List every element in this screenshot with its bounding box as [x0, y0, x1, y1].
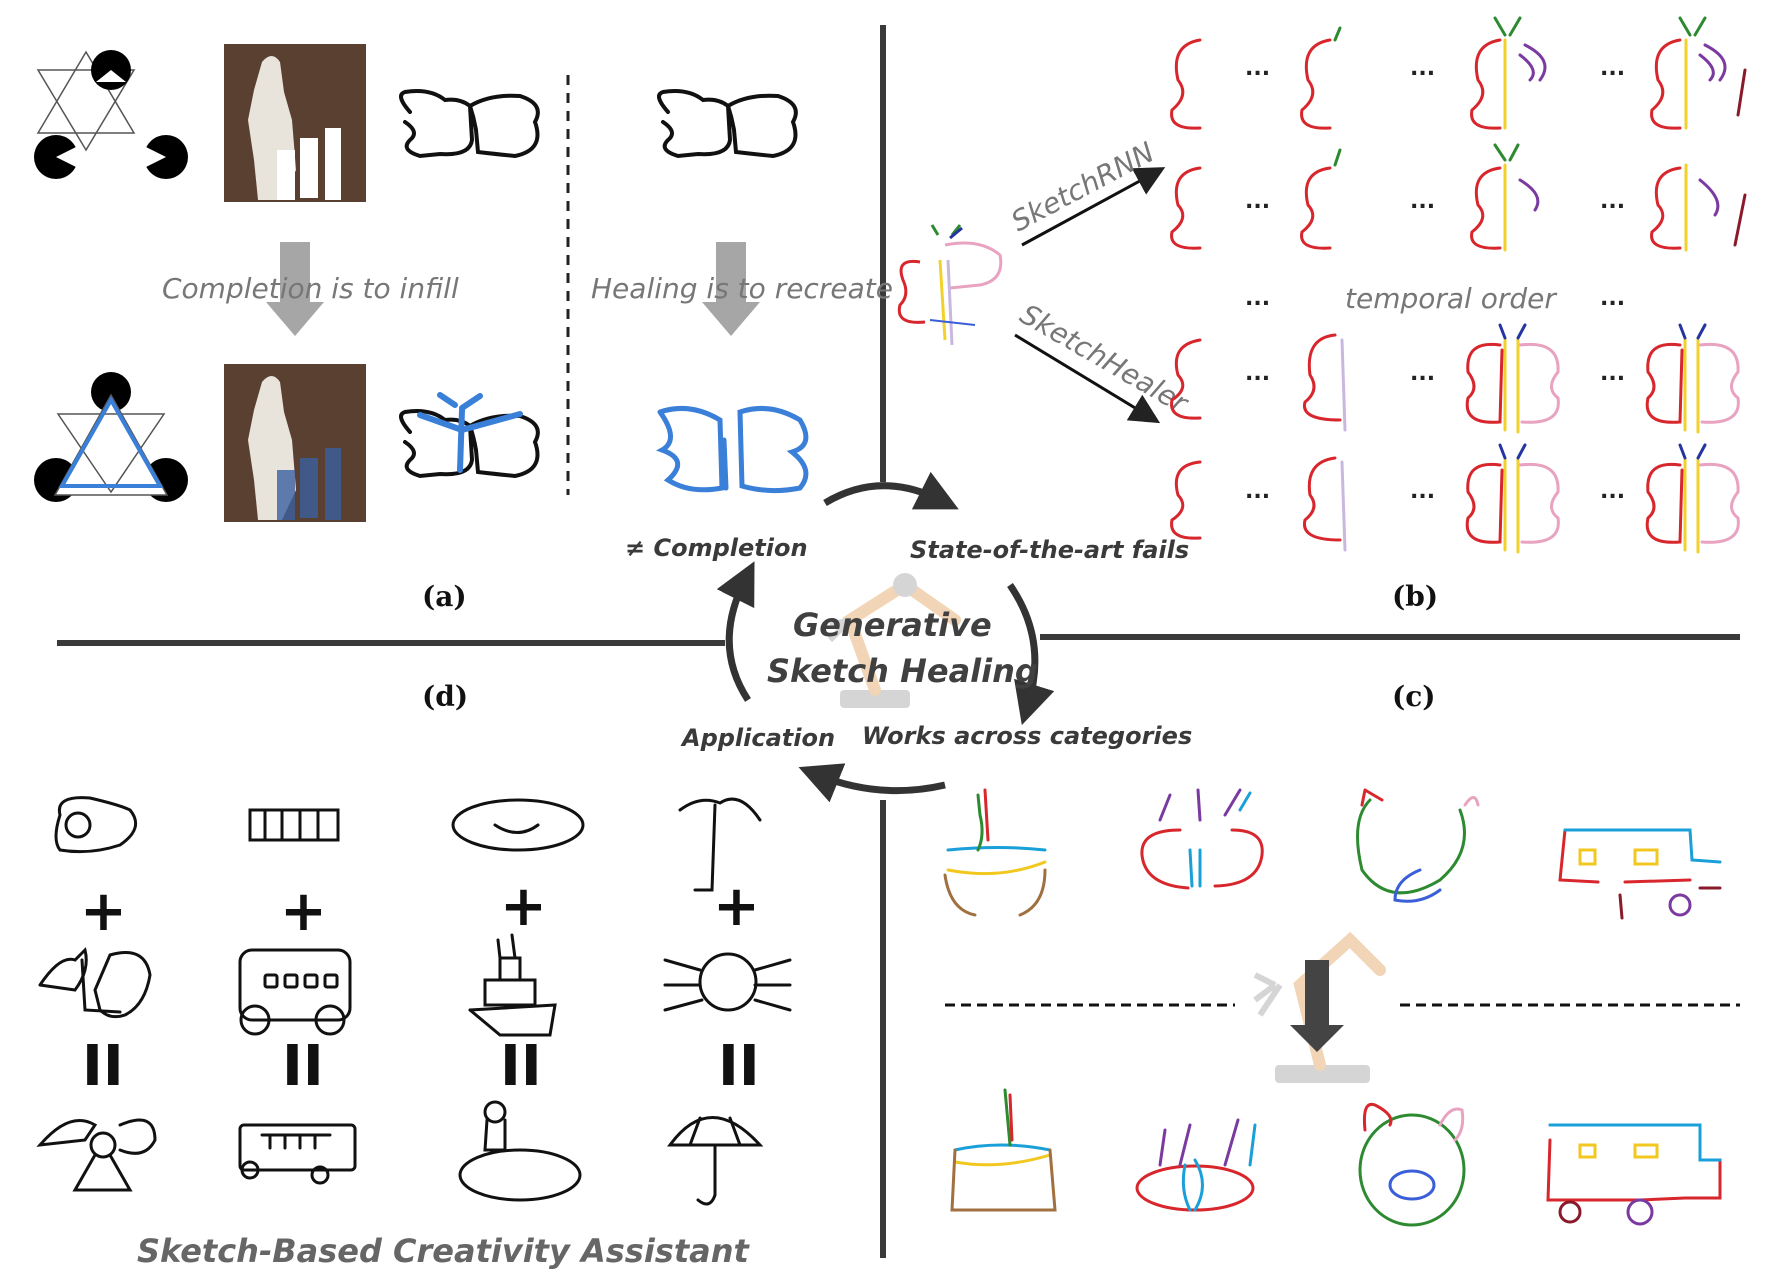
method-sketchhealer: SketchHealer: [1015, 297, 1195, 420]
panel-c: (c): [943, 680, 1740, 1227]
ellipsis-rows-healer: ... ... ... ... ... ...: [1245, 361, 1625, 504]
panel-a: Completion is to infill Healing is to re…: [34, 44, 893, 613]
equals-sign: II: [282, 1034, 324, 1099]
creative-results-row: [36, 1100, 764, 1206]
ellipsis: ...: [1600, 361, 1625, 386]
cycle-not-completion: ≠ Completion: [625, 534, 808, 562]
cycle-arrow-bottom: [798, 763, 946, 803]
heal-arrow-down: [1290, 960, 1344, 1052]
temporal-order-caption: temporal order: [1345, 282, 1557, 315]
ellipsis: ...: [1245, 361, 1270, 386]
reference-sketches-row: [38, 933, 792, 1037]
panel-c-label: (c): [1392, 680, 1436, 713]
partial-sketches-row: [54, 796, 762, 892]
plus-sign: +: [80, 879, 127, 944]
butterfly-completed-a: [399, 392, 540, 479]
partial-category-sketches: [943, 788, 1722, 920]
ellipsis-row-1: ... ... ... ... ... ... ... ...: [1245, 56, 1625, 311]
ellipsis: ...: [1245, 286, 1270, 311]
statue-image-masked: [224, 44, 366, 202]
healing-caption: Healing is to recreate: [591, 272, 893, 305]
equals-sign: II: [718, 1034, 760, 1099]
robot-arm-icon: [827, 573, 961, 708]
ellipsis: ...: [1410, 361, 1435, 386]
cycle-sota-fails: State-of-the-art fails: [910, 536, 1189, 564]
plus-sign: +: [280, 879, 327, 944]
source-partial-butterfly: [897, 224, 1003, 346]
butterfly-partial-b: [657, 89, 798, 159]
sketchhealer-results: [1170, 323, 1740, 554]
ellipsis: ...: [1410, 479, 1435, 504]
equals-sign: II: [82, 1034, 124, 1099]
panel-d: (d) + + + +: [36, 680, 792, 1270]
ellipsis: ...: [1600, 479, 1625, 504]
plus-sign: +: [500, 874, 547, 939]
center-cycle: Generative Sketch Healing ≠ Completion S…: [625, 471, 1192, 803]
quadrant-dividers: [57, 25, 1740, 1258]
butterfly-healed-blue: [655, 405, 809, 494]
healed-category-sketches: [950, 1088, 1722, 1227]
panel-d-label: (d): [422, 680, 468, 713]
ellipsis: ...: [1410, 56, 1435, 81]
cycle-arrow-left: [716, 561, 755, 702]
panel-b: SketchRNN SketchHealer: [897, 16, 1747, 613]
arrow-healing: [702, 242, 760, 336]
ellipsis: ...: [1245, 189, 1270, 214]
ellipsis: ...: [1245, 56, 1270, 81]
kanizsa-incomplete: [34, 50, 188, 179]
equals-signs: II II II II: [82, 1034, 760, 1099]
creativity-assistant-caption: Sketch-Based Creativity Assistant: [137, 1232, 751, 1270]
butterfly-partial-a: [399, 89, 540, 159]
completion-caption: Completion is to infill: [162, 272, 459, 305]
arrow-to-sketchrnn: [1021, 167, 1166, 247]
plus-signs: + + + +: [80, 874, 760, 944]
ellipsis: ...: [1245, 479, 1270, 504]
cycle-works-across: Works across categories: [862, 722, 1192, 750]
arrow-completion: [266, 242, 324, 336]
center-title-line2: Sketch Healing: [767, 652, 1038, 690]
sketchrnn-results: [1170, 16, 1747, 252]
cycle-arrow-top: [823, 471, 959, 510]
arrow-to-sketchhealer: [1014, 333, 1161, 424]
panel-a-label: (a): [422, 580, 467, 613]
center-title-line1: Generative: [793, 606, 992, 644]
cycle-application: Application: [680, 724, 835, 752]
equals-sign: II: [500, 1034, 542, 1099]
statue-image-completed: [224, 364, 366, 522]
method-sketchrnn: SketchRNN: [1006, 135, 1160, 238]
panel-b-label: (b): [1392, 580, 1438, 613]
ellipsis: ...: [1600, 56, 1625, 81]
kanizsa-completed: [34, 372, 188, 502]
cycle-arrow-right: [1007, 583, 1055, 726]
ellipsis: ...: [1600, 189, 1625, 214]
ellipsis: ...: [1600, 286, 1625, 311]
plus-sign: +: [713, 874, 760, 939]
ellipsis: ...: [1410, 189, 1435, 214]
